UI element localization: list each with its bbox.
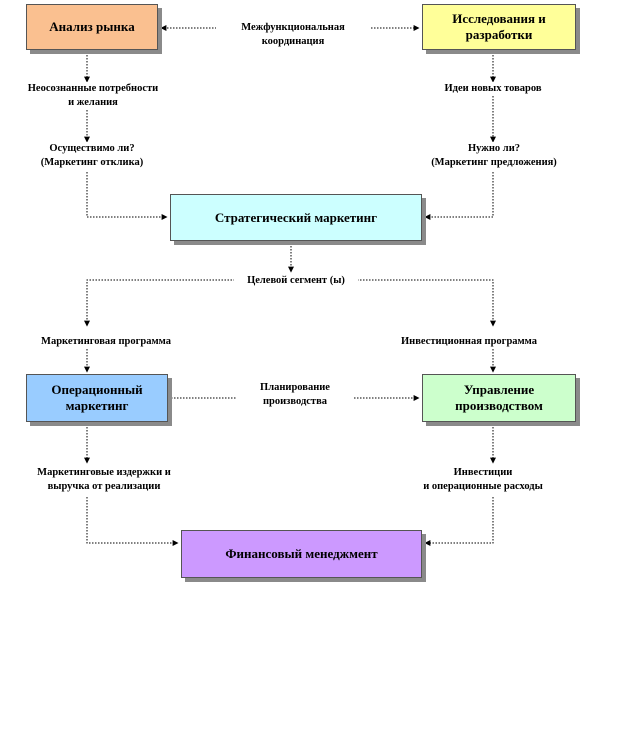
marketing-costs-label: Маркетинговые издержки и выручка от реал… [18,466,190,494]
production-management-box: Управление производством [422,374,576,422]
investment-program-label: Инвестиционная программа [384,335,554,349]
operational-marketing-box: Операционный маркетинг [26,374,168,422]
unmet-needs-label: Неосознанные потребности и желания [4,82,182,110]
cross-functional-label: Межфункциональная координация [216,21,370,49]
segment-to-investment-program-arrow [357,279,496,327]
feasible-to-strategic-arrow [86,172,168,220]
strategic-marketing-box: Стратегический маркетинг [170,194,422,241]
rnd-box: Исследования и разработки [422,4,576,50]
feasible-label: Осуществимо ли? (Маркетинг отклика) [24,142,160,170]
financial-management-box: Финансовый менеджмент [181,530,422,578]
needed-label: Нужно ли? (Маркетинг предложения) [416,142,572,170]
marketing-program-label: Маркетинговая программа [22,335,190,349]
costs-to-finance-arrow [86,497,179,546]
market-analysis-box: Анализ рынка [26,4,158,50]
investments-label: Инвестиции и операционные расходы [404,466,562,494]
needed-to-strategic-arrow [424,172,494,220]
target-segment-label: Целевой сегмент (ы) [234,274,358,288]
new-product-ideas-label: Идеи новых товаров [430,82,556,96]
investments-to-finance-arrow [424,497,494,546]
segment-to-marketing-program-arrow [84,279,235,327]
production-planning-label: Планирование производства [236,381,354,409]
